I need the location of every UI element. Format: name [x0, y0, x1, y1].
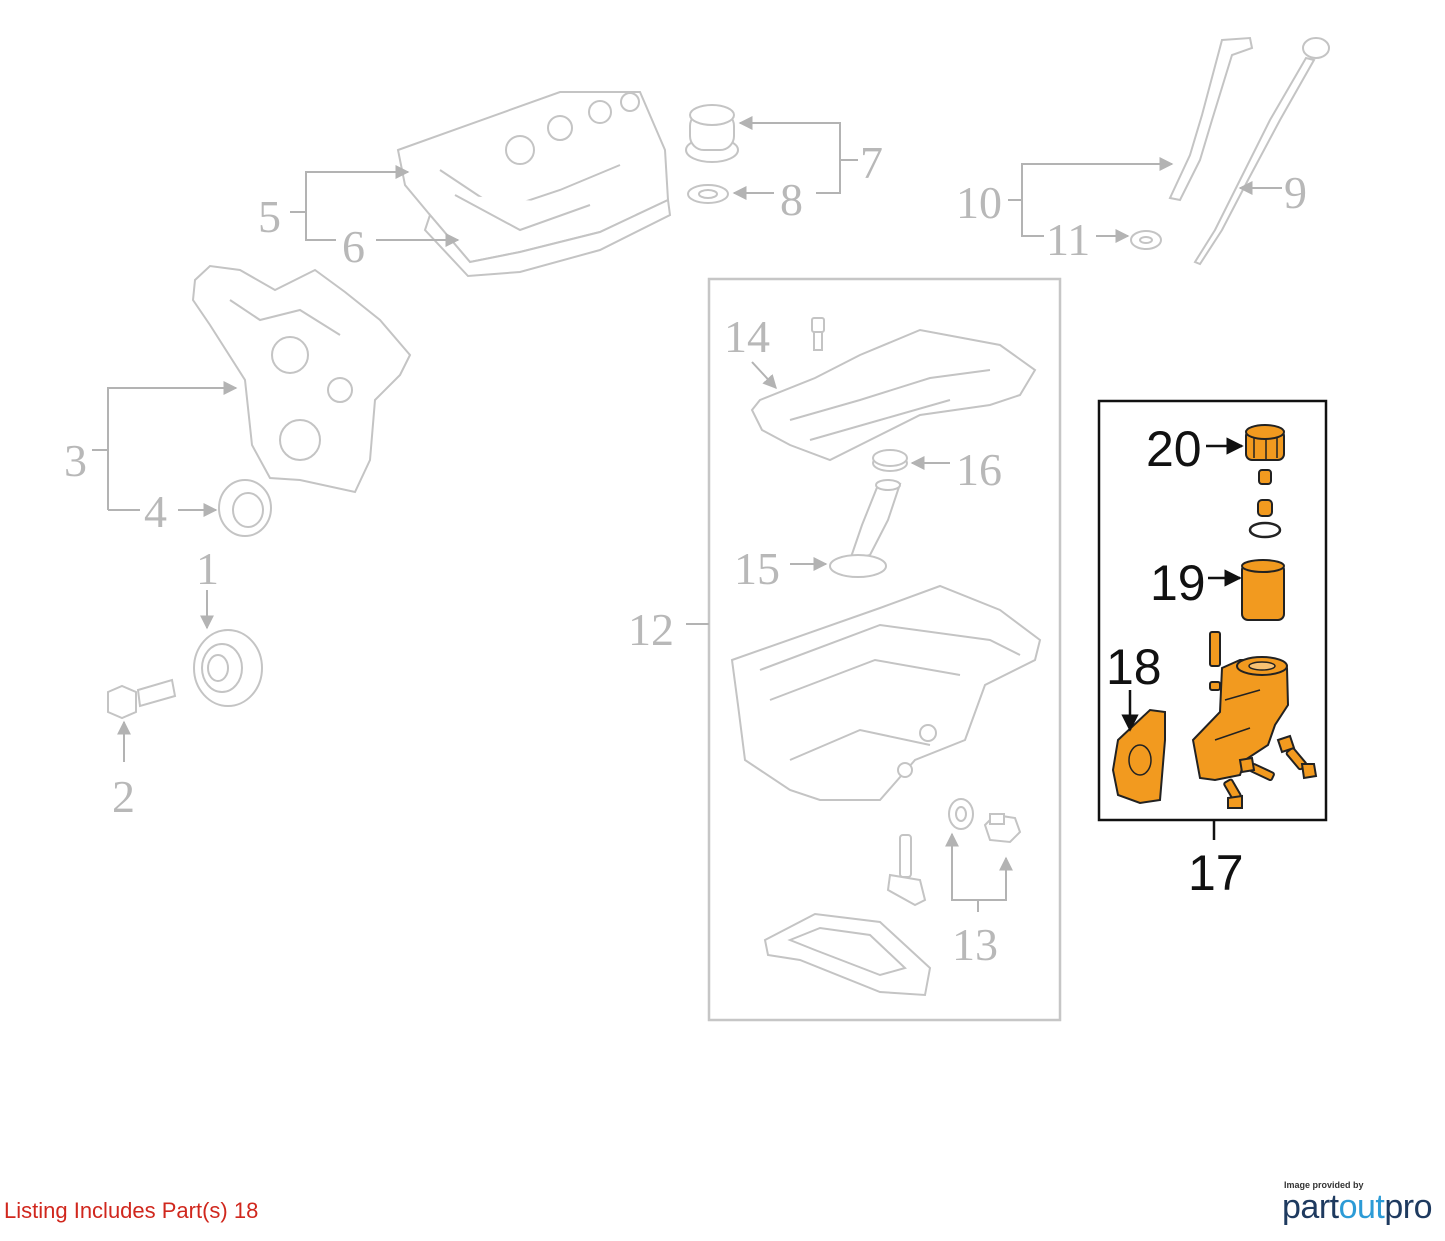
callout-10: 10	[956, 177, 1002, 228]
pickup-seal-part	[872, 449, 908, 472]
callout-18: 18	[1106, 639, 1162, 695]
valve-cover-part	[396, 91, 672, 278]
drain-plug-part	[983, 813, 1022, 844]
callout-19: 19	[1150, 555, 1206, 611]
leader-5	[290, 165, 410, 213]
leader-10	[1008, 157, 1174, 201]
leader-14	[751, 361, 777, 390]
dipstick-part	[1193, 37, 1330, 266]
cap-plug-part	[1258, 469, 1272, 485]
drain-plug-washer-part	[948, 798, 974, 830]
callout-6: 6	[342, 221, 365, 272]
callout-7: 7	[860, 137, 883, 188]
cap-seal-part	[687, 184, 729, 204]
housing-small-seal-part	[1209, 681, 1221, 691]
timing-cover-part	[191, 264, 412, 494]
housing-stud-part	[1209, 631, 1221, 667]
front-seal-part	[218, 479, 272, 537]
leader-7	[738, 116, 858, 161]
callout-13: 13	[952, 919, 998, 970]
brand-pro: pro	[1384, 1188, 1432, 1226]
callout-1: 1	[196, 543, 219, 594]
oil-filter-housing-group-box	[1097, 399, 1328, 822]
callout-16: 16	[956, 444, 1002, 495]
callout-5: 5	[258, 191, 281, 242]
callout-12: 12	[628, 604, 674, 655]
oil-pan-bolt-part	[811, 317, 825, 351]
housing-bolt-2-part	[1238, 756, 1275, 782]
dipstick-seal-part	[1130, 230, 1162, 250]
leader-13-right	[978, 856, 1013, 901]
callout-2: 2	[112, 771, 135, 822]
leader-7-lower	[816, 160, 841, 194]
callout-14: 14	[724, 311, 770, 362]
oil-pan-group-box	[707, 277, 1062, 1022]
callout-15: 15	[734, 543, 780, 594]
housing-bolt-1-part	[1223, 778, 1243, 809]
cap-drain-valve-part	[1257, 499, 1273, 517]
leader-13	[945, 832, 978, 901]
oil-filter-cap-part	[1245, 424, 1285, 461]
housing-bolt-4-part	[1276, 734, 1296, 754]
oil-level-sensor-part	[886, 834, 927, 907]
housing-gasket-part	[1111, 708, 1166, 805]
oil-filler-cap-part	[685, 104, 739, 163]
balancer-bolt-part	[107, 678, 177, 720]
windage-tray-part	[750, 328, 1037, 462]
cap-o-ring-part	[1248, 521, 1282, 539]
housing-bolt-3-part	[1285, 747, 1318, 780]
callout-9: 9	[1284, 167, 1307, 218]
balancer-part	[193, 629, 263, 707]
callout-20: 20	[1146, 421, 1202, 477]
listing-includes-text: Listing Includes Part(s) 18	[4, 1198, 259, 1223]
callout-17: 17	[1188, 845, 1244, 901]
leader-11	[1021, 200, 1044, 237]
brand-part: part	[1282, 1188, 1339, 1226]
image-credit-caption: Image provided by	[1284, 1180, 1364, 1190]
callout-8: 8	[780, 174, 803, 225]
partoutpro-logo: partoutpro	[1282, 1188, 1432, 1227]
callout-4: 4	[144, 486, 167, 537]
leader-6	[305, 212, 336, 241]
brand-out: out	[1338, 1188, 1385, 1226]
leader-3	[92, 381, 238, 451]
dipstick-tube-part	[1168, 36, 1254, 202]
oil-filter-housing-part	[1191, 656, 1290, 782]
oil-pan-gasket-part	[763, 912, 932, 997]
callout-3: 3	[64, 435, 87, 486]
oil-pan-part	[730, 584, 1042, 801]
callout-11: 11	[1046, 214, 1090, 265]
oil-pickup-part	[829, 479, 902, 578]
oil-filter-element-part	[1241, 559, 1285, 621]
